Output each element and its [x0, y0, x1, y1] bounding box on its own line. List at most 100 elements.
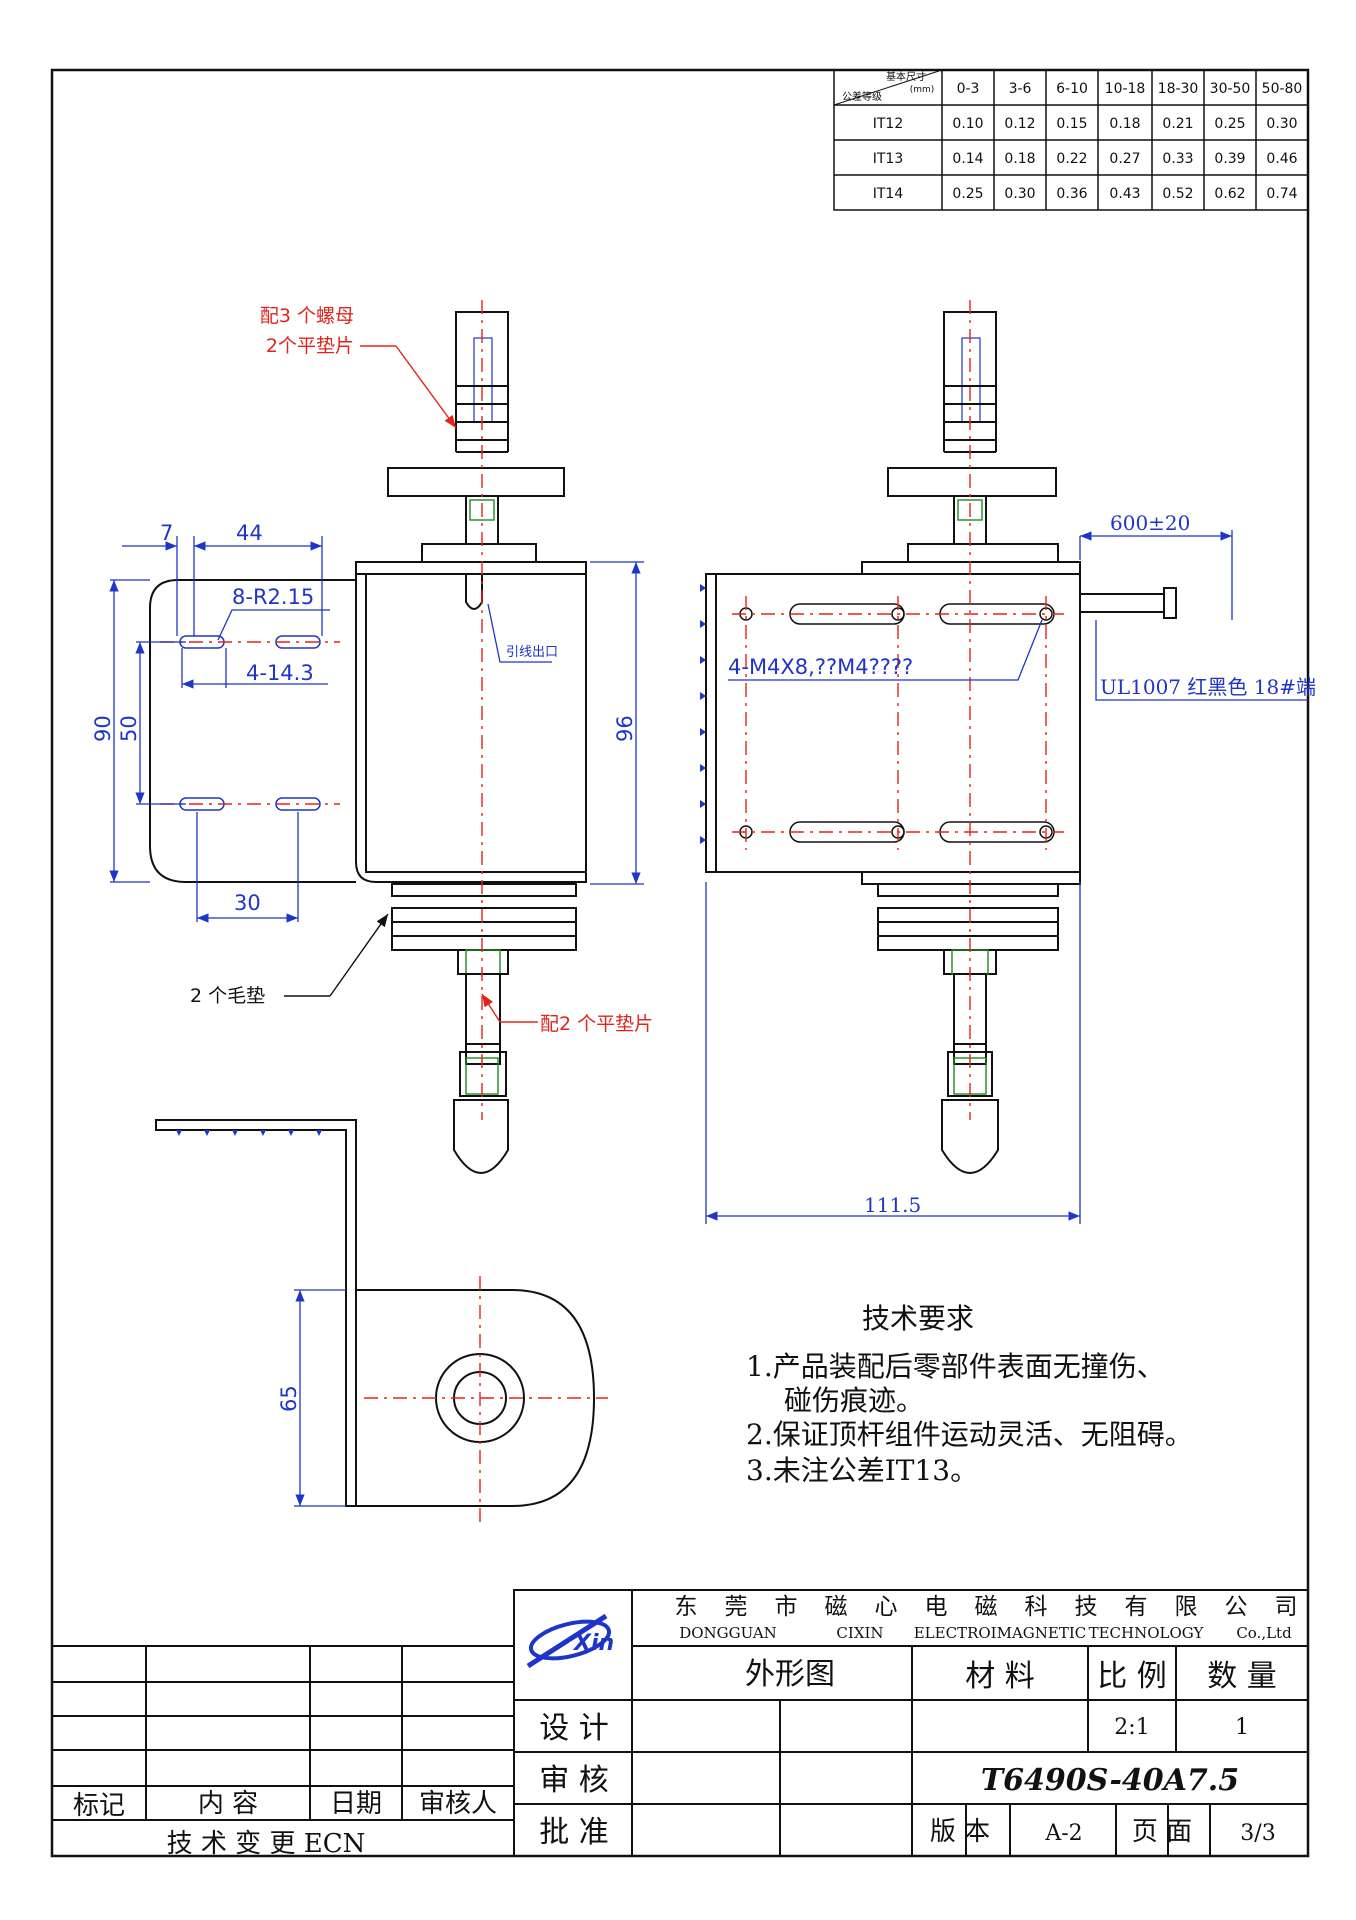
company-cn-char: 磁 [975, 1594, 998, 1620]
table-cell: 0.18 [1109, 116, 1140, 132]
bracket-ticks [176, 1130, 322, 1136]
felt-pads-label: 2 个毛垫 [190, 985, 265, 1007]
company-en-word: ELECTROIMAGNETIC [914, 1624, 1087, 1642]
dim-65: 65 [277, 1385, 301, 1412]
dim-30: 30 [234, 891, 261, 915]
requirement-3: 3.未注公差IT13。 [746, 1454, 978, 1487]
rev-date-label: 日期 [330, 1789, 382, 1819]
table-range-1: 3-6 [1009, 81, 1032, 97]
mounting-holes-label: 4-M4X8,??M4???? [728, 655, 913, 679]
dim-50: 50 [117, 715, 141, 742]
dim-4-14-3: 4-14.3 [246, 661, 314, 685]
tolerance-table [833, 69, 1309, 211]
table-cell: 0.22 [1056, 151, 1087, 167]
table-cell: 0.33 [1162, 151, 1193, 167]
company-cn-char: 磁 [825, 1594, 848, 1620]
table-cell: 0.15 [1056, 116, 1087, 132]
table-grade-it12: IT12 [873, 116, 904, 132]
table-range-2: 6-10 [1056, 81, 1088, 97]
version-value: A-2 [1044, 1821, 1082, 1846]
company-cn-char: 莞 [725, 1594, 748, 1620]
nuts-label-line1: 配3 个螺母 [260, 305, 354, 327]
table-corner-bottom: 公差等级 [842, 90, 882, 103]
bracket-view [155, 1119, 596, 1507]
table-cell: 0.10 [952, 116, 983, 132]
red-leaders [360, 345, 538, 1023]
felt-leader [284, 913, 389, 997]
scale-label: 比 例 [1097, 1659, 1167, 1694]
logo-text: Xin [572, 1631, 614, 1656]
table-cell: 0.46 [1266, 151, 1297, 167]
company-cn-char: 司 [1275, 1594, 1298, 1620]
dimensions-front [109, 536, 644, 923]
table-cell: 0.30 [1266, 116, 1297, 132]
company-cn-char: 公 [1225, 1594, 1248, 1620]
company-en-word: DONGGUAN [679, 1624, 777, 1642]
nuts-label-line2: 2个平垫片 [266, 335, 354, 357]
part-number: T6490S-40A7.5 [981, 1763, 1239, 1798]
wire-spec-label: UL1007 红黑色 18#端 [1100, 675, 1316, 699]
table-cell: 0.27 [1109, 151, 1140, 167]
company-cn-char: 心 [875, 1594, 898, 1620]
table-cell: 0.74 [1266, 186, 1297, 202]
table-cell: 0.14 [952, 151, 983, 167]
version-label: 版 本 [930, 1817, 990, 1847]
centerlines-bracket [364, 1276, 608, 1526]
rev-reviewer-label: 审核人 [419, 1789, 497, 1819]
dim-96: 96 [613, 715, 637, 742]
table-cell: 0.25 [952, 186, 983, 202]
table-grade-it13: IT13 [873, 151, 904, 167]
company-en-word: TECHNOLOGY [1089, 1624, 1205, 1642]
dim-44: 44 [236, 521, 263, 545]
dim-8-r2-15: 8-R2.15 [232, 585, 314, 609]
table-cell: 0.30 [1004, 186, 1035, 202]
front-view [149, 311, 587, 1174]
quantity-label: 数 量 [1207, 1659, 1277, 1694]
title-block [51, 1589, 1309, 1857]
dim-90: 90 [91, 715, 115, 742]
company-cn-char: 市 [775, 1594, 798, 1620]
table-cell: 0.43 [1109, 186, 1140, 202]
requirement-2: 2.保证顶杆组件运动灵活、无阻碍。 [746, 1418, 1193, 1451]
company-en-word: CIXIN [836, 1624, 883, 1642]
company-cn-char: 限 [1175, 1594, 1198, 1620]
table-corner-unit: (mm) [910, 85, 935, 95]
design-label: 设 计 [539, 1711, 609, 1746]
flat-washers-label: 配2 个平垫片 [540, 1013, 653, 1035]
drawing-name: 外形图 [745, 1657, 835, 1692]
company-cn-char: 东 [675, 1594, 698, 1620]
table-range-4: 18-30 [1158, 81, 1199, 97]
company-en-word: Co.,Ltd [1236, 1624, 1292, 1642]
side-view [705, 311, 1177, 1174]
company-cn-char: 有 [1125, 1594, 1148, 1620]
centerlines-side [732, 300, 1064, 1120]
table-cell: 0.62 [1214, 186, 1245, 202]
material-label: 材 料 [965, 1659, 1035, 1694]
review-label: 审 核 [539, 1763, 609, 1798]
table-corner-top: 基本尺寸 [886, 70, 926, 83]
dim-7: 7 [160, 521, 173, 545]
rev-mark-label: 标记 [73, 1791, 125, 1821]
table-cell: 0.21 [1162, 116, 1193, 132]
dimensions-side [705, 530, 1308, 1224]
page-label: 页 面 [1132, 1817, 1192, 1847]
rev-content-label: 内 容 [198, 1789, 258, 1819]
table-cell: 0.18 [1004, 151, 1035, 167]
table-range-0: 0-3 [957, 81, 980, 97]
table-range-6: 50-80 [1262, 81, 1303, 97]
table-range-5: 30-50 [1210, 81, 1251, 97]
requirements-title: 技术要求 [862, 1302, 974, 1335]
dim-111-5: 111.5 [864, 1193, 921, 1217]
requirement-1: 1.产品装配后零部件表面无撞伤、 [746, 1350, 1165, 1383]
side-slots [739, 603, 1055, 843]
dimensions-bracket [294, 1289, 346, 1507]
table-range-3: 10-18 [1105, 81, 1146, 97]
table-grade-it14: IT14 [873, 186, 904, 202]
table-cell: 0.36 [1056, 186, 1087, 202]
lead-exit-label: 引线出口 [506, 645, 558, 660]
drawing-frame [50, 68, 1310, 1858]
company-cn-char: 技 [1075, 1594, 1098, 1620]
centerlines-front [160, 300, 483, 1120]
company-cn-char: 电 [925, 1594, 948, 1620]
